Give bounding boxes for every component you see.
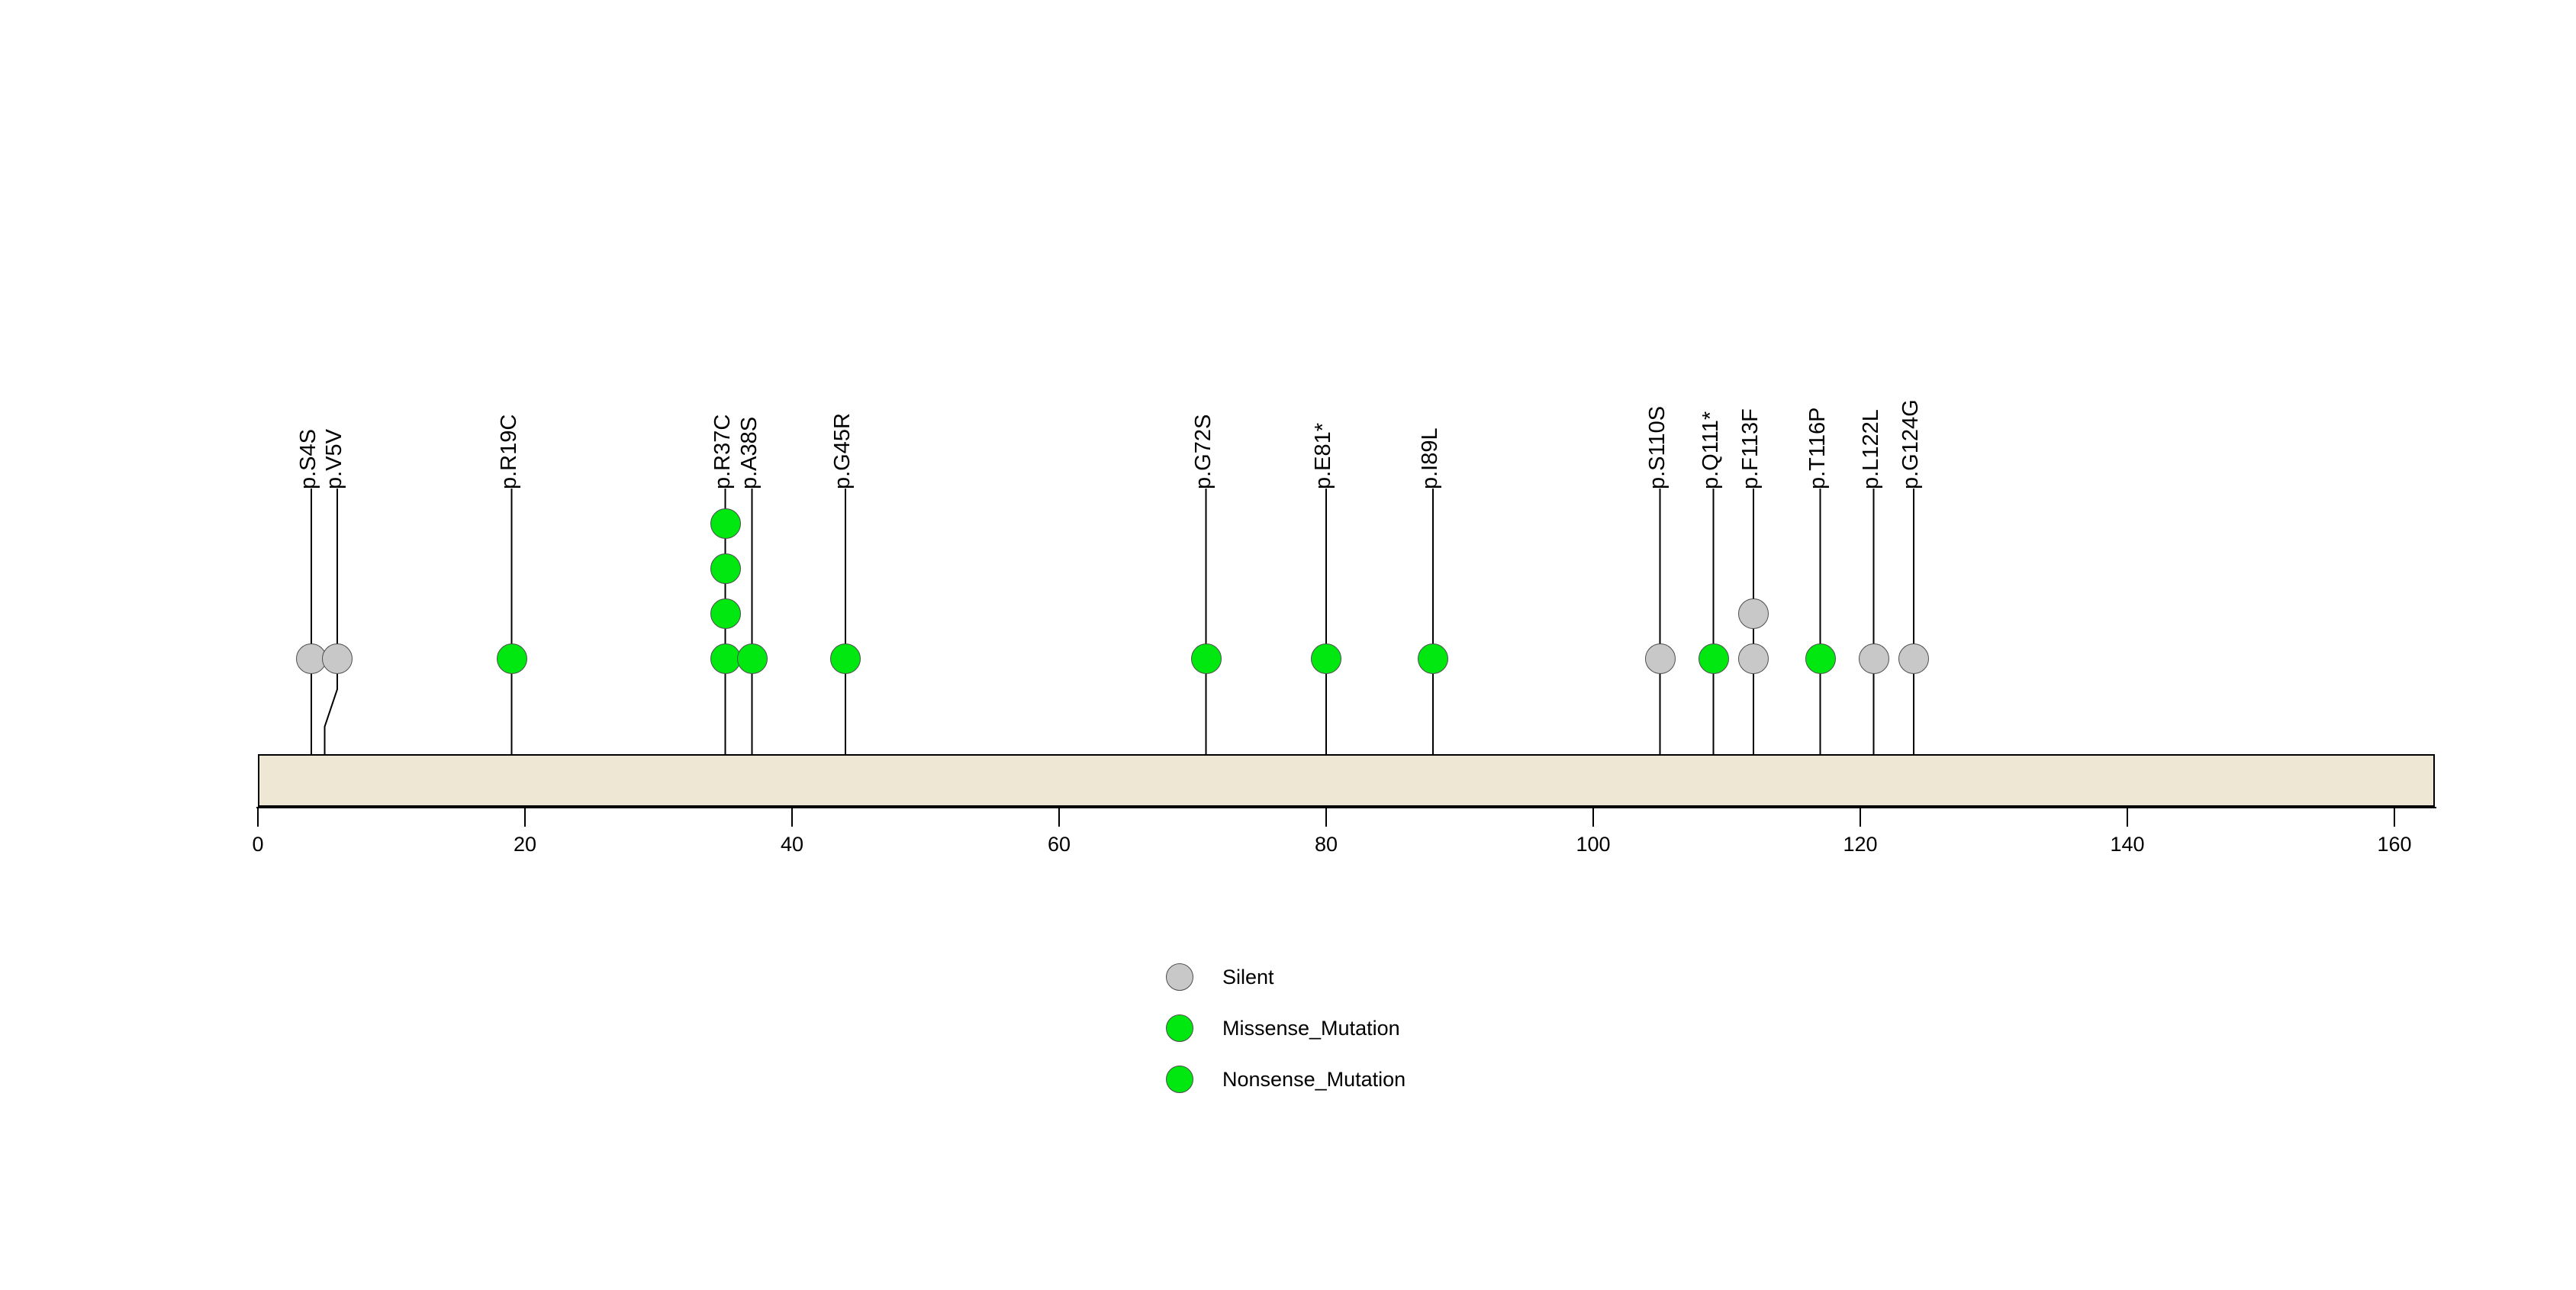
legend-item[interactable]: Silent	[1166, 963, 1274, 991]
legend-item-label: Silent	[1222, 965, 1274, 988]
x-axis-tick-label: 100	[1576, 833, 1611, 856]
x-axis-tick-label: 40	[780, 833, 804, 856]
lollipop-head[interactable]	[830, 643, 861, 674]
mutation-label: p.V5V	[322, 429, 346, 489]
mutation-label: p.E81*	[1311, 422, 1335, 489]
x-axis-tick-label: 160	[2377, 833, 2412, 856]
lollipop-head[interactable]	[710, 508, 741, 539]
x-axis-tick	[791, 807, 793, 827]
lollipop-head[interactable]	[322, 643, 353, 674]
lollipop-head[interactable]	[710, 553, 741, 584]
lollipop-head[interactable]	[1698, 643, 1729, 674]
lollipop-head[interactable]	[1898, 643, 1929, 674]
lollipop-head[interactable]	[1418, 643, 1448, 674]
mutation-label: p.S4S	[296, 429, 320, 489]
legend-item[interactable]: Nonsense_Mutation	[1166, 1066, 1406, 1093]
mutation-label: p.L122L	[1858, 409, 1883, 489]
legend-item[interactable]: Missense_Mutation	[1166, 1014, 1400, 1042]
mutation-label: p.A38S	[736, 416, 762, 489]
mutation-label: p.G45R	[830, 413, 855, 489]
x-axis-tick-label: 60	[1047, 833, 1071, 856]
legend-item-label: Nonsense_Mutation	[1222, 1067, 1406, 1091]
lollipop-head[interactable]	[1858, 643, 1889, 674]
x-axis-tick-label: 120	[1843, 833, 1878, 856]
protein-backbone-bar	[258, 754, 2435, 807]
lollipop-head[interactable]	[1644, 643, 1676, 674]
x-axis-line	[256, 807, 2436, 808]
mutation-label: p.R37C	[710, 414, 735, 489]
x-axis-tick-label: 80	[1314, 833, 1338, 856]
lollipop-head[interactable]	[710, 598, 741, 629]
legend-color-swatch	[1166, 1066, 1193, 1093]
mutation-label: p.G124G	[1898, 399, 1923, 489]
mutation-label: p.G72S	[1190, 414, 1216, 489]
legend-item-label: Missense_Mutation	[1222, 1016, 1400, 1040]
mutation-label: p.I89L	[1418, 427, 1442, 489]
mutation-label: p.R19C	[496, 414, 521, 489]
lollipop-head[interactable]	[1805, 643, 1836, 674]
x-axis-tick-label: 20	[513, 833, 537, 856]
x-axis-tick	[1860, 807, 1861, 827]
lollipop-head[interactable]	[1190, 643, 1222, 674]
lollipop-head[interactable]	[296, 643, 327, 674]
mutation-label: p.S110S	[1644, 405, 1670, 489]
lollipop-head[interactable]	[1738, 598, 1769, 629]
mutation-label: p.T116P	[1805, 407, 1830, 489]
lollipop-head[interactable]	[496, 643, 527, 674]
legend-color-swatch	[1166, 1014, 1193, 1042]
lollipop-head[interactable]	[710, 643, 741, 674]
x-axis-tick	[257, 807, 259, 827]
mutation-label: p.Q111*	[1698, 411, 1723, 489]
lollipop-head[interactable]	[736, 643, 768, 674]
x-axis-tick	[2127, 807, 2128, 827]
x-axis-tick	[1325, 807, 1327, 827]
x-axis-tick	[1058, 807, 1060, 827]
mutation-label: p.F113F	[1738, 408, 1763, 489]
x-axis-tick-label: 0	[252, 833, 264, 856]
x-axis-tick	[2394, 807, 2395, 827]
lollipop-head[interactable]	[1311, 643, 1341, 674]
legend-color-swatch	[1166, 963, 1193, 991]
lollipop-head[interactable]	[1738, 643, 1769, 674]
x-axis-tick-label: 140	[2110, 833, 2145, 856]
x-axis-tick	[1592, 807, 1594, 827]
x-axis-tick	[524, 807, 526, 827]
